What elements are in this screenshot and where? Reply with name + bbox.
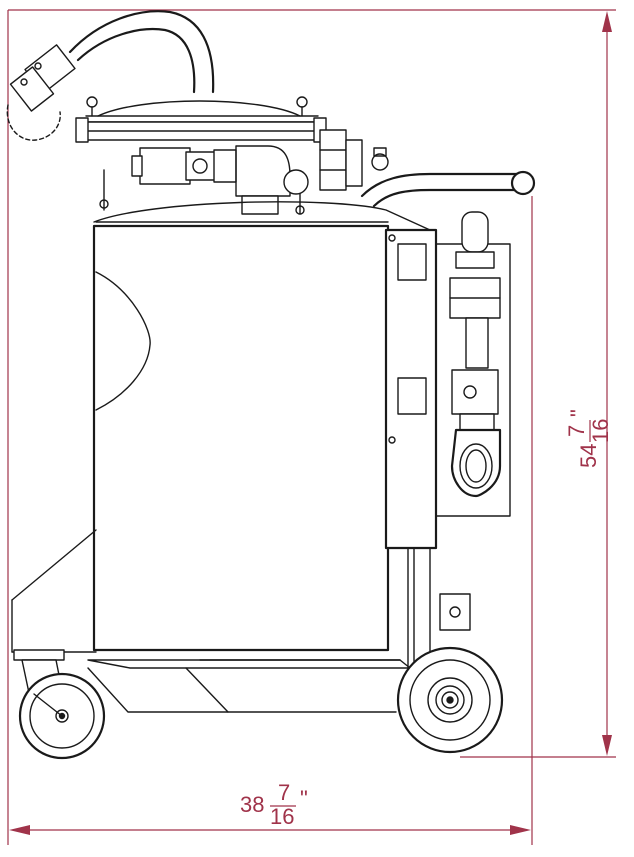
width-unit: "	[300, 786, 308, 811]
width-numerator: 7	[278, 780, 290, 805]
width-arrow-left	[9, 825, 30, 835]
dimension-lines	[7, 9, 616, 845]
caster-wheel	[13, 649, 106, 760]
width-whole: 38	[240, 792, 264, 817]
cart-handle	[360, 170, 536, 208]
main-wheel	[396, 646, 504, 754]
hose-coupling	[6, 44, 76, 141]
width-arrow-right	[510, 825, 531, 835]
height-unit: "	[566, 409, 591, 417]
width-denominator: 16	[270, 804, 294, 829]
height-arrow-bottom	[602, 735, 612, 756]
height-whole: 54	[576, 444, 601, 468]
equipment-drawing	[6, 10, 536, 760]
height-denominator: 16	[588, 419, 613, 443]
tank-window	[95, 271, 151, 411]
height-dimension-label: 54 7 16 "	[564, 409, 613, 468]
tank-lid	[75, 96, 327, 143]
top-valve-assembly	[99, 129, 389, 215]
tank-body	[11, 224, 390, 653]
tank-shoulder	[93, 201, 431, 231]
width-dimension-label: 38 7 16 "	[240, 780, 308, 829]
top-hose	[68, 10, 215, 94]
control-panel	[384, 228, 438, 550]
height-arrow-top	[602, 11, 612, 32]
side-pump-assembly	[435, 211, 511, 517]
height-numerator: 7	[564, 425, 589, 437]
